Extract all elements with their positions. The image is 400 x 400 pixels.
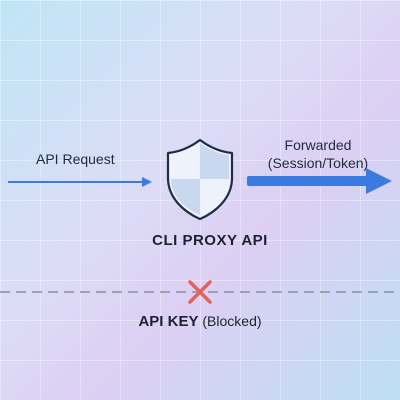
forwarded-arrow <box>247 168 392 194</box>
proxy-label: CLI PROXY API <box>152 232 268 249</box>
blocked-status: (Blocked) <box>202 313 262 329</box>
forwarded-label-line-2: (Session/Token) <box>267 155 369 171</box>
forwarded-label-line-1: Forwarded <box>284 137 352 153</box>
api-key-text: API KEY <box>138 313 199 330</box>
api-key-label: API KEY (Blocked) <box>120 313 280 330</box>
request-label: API Request <box>36 151 115 167</box>
shield-icon <box>166 138 234 221</box>
forwarded-label: Forwarded (Session/Token) <box>250 136 386 172</box>
x-icon <box>188 280 212 304</box>
